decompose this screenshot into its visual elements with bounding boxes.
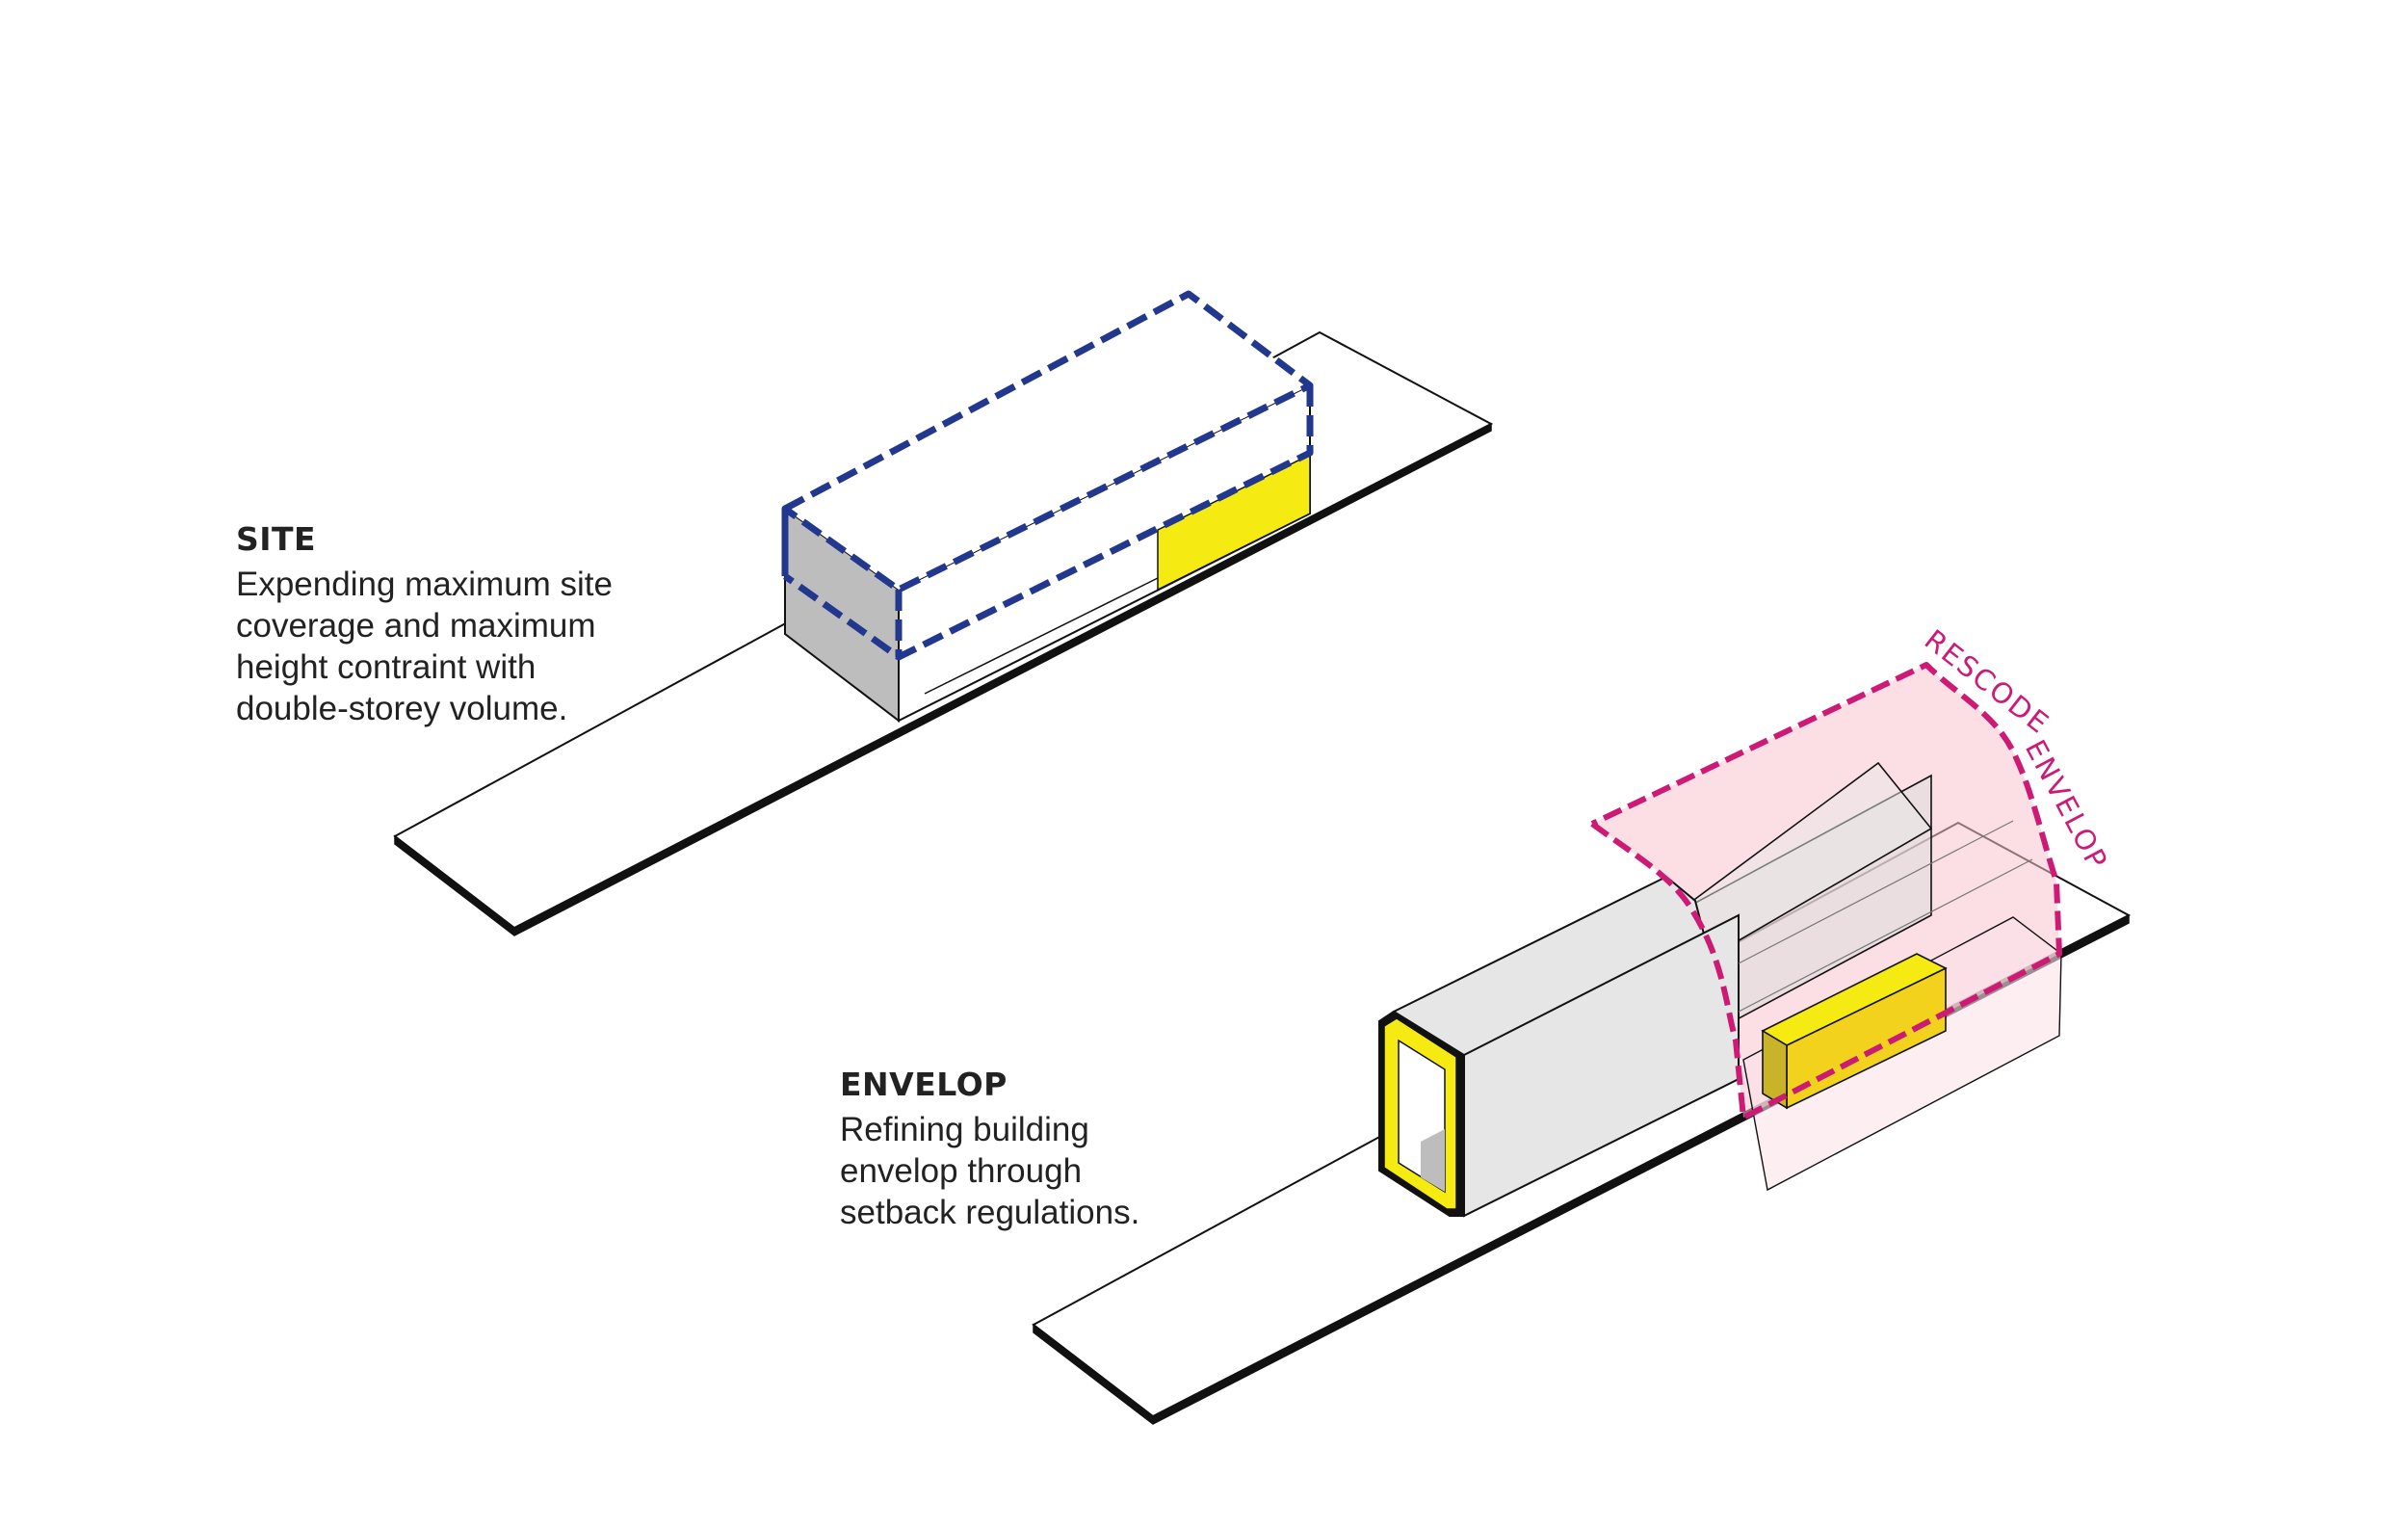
envelope-guide-lines: [1738, 820, 2033, 1013]
site-caption: SITE Expending maximum site coverage and…: [236, 520, 613, 729]
gable-opening-shadow: [1421, 1129, 1445, 1192]
ghost-lower-volume: [1742, 916, 2062, 1192]
envelop-caption: ENVELOP Refining building envelop throug…: [840, 1066, 1139, 1233]
site-text-line: double-storey volume.: [236, 690, 568, 727]
site-title: SITE: [236, 520, 317, 558]
site-slab-edge: [394, 422, 1492, 936]
envelop-slab-edge: [1033, 913, 2130, 1425]
yellow-box-side: [1762, 1029, 1788, 1110]
envelop-diagram: RESCODE ENVELOP: [1032, 623, 2132, 1425]
site-inner-line: [924, 577, 1159, 695]
rescode-envelope-dashed: [1590, 662, 2062, 1120]
envelop-title: ENVELOP: [840, 1066, 1008, 1103]
site-text-line: Expending maximum site: [236, 566, 613, 603]
site-text-line: coverage and maximum: [236, 607, 596, 645]
envelop-text-line: Refining building: [840, 1111, 1089, 1148]
envelop-text-line: envelop through: [840, 1152, 1083, 1190]
envelop-text-line: setback regulations.: [840, 1194, 1140, 1231]
site-diagram: [393, 290, 1494, 936]
site-text-line: height contraint with: [236, 648, 537, 686]
site-max-envelope-dashed: [781, 290, 1314, 661]
site-volume-top: [785, 294, 1310, 590]
